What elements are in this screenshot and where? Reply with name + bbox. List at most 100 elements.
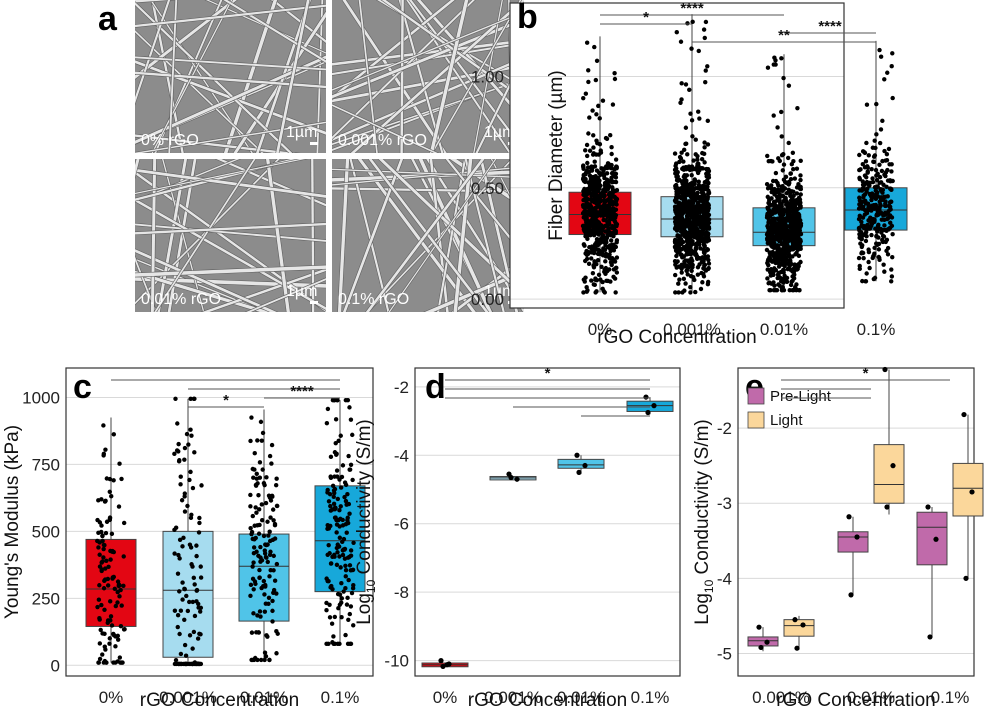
box-b-3-point-273 — [861, 225, 867, 231]
box-c-3-point-121 — [334, 530, 339, 535]
box-c-0-point-107 — [98, 627, 103, 633]
box-d-2-point-1 — [582, 462, 588, 469]
box-c-0-point-93 — [102, 543, 107, 548]
box-b-3-point-56 — [881, 262, 886, 267]
box-c-2-point-131 — [257, 609, 263, 614]
box-b-0-point-311 — [587, 115, 592, 120]
box-c-3-point-19 — [324, 608, 329, 613]
box-b-2-point-683 — [782, 198, 787, 203]
box-c-2-point-112 — [267, 529, 272, 534]
box-b-2-point-651 — [765, 276, 770, 281]
box-b-1-point-762 — [702, 210, 707, 216]
box-c-3-point-132 — [327, 615, 333, 620]
box-c-1-point-101 — [192, 613, 198, 619]
box-b-0-point-328 — [602, 240, 607, 245]
box-b-1-point-682 — [673, 290, 678, 295]
box-b-0-point-548 — [587, 173, 593, 178]
box-b-0-point-596 — [585, 160, 590, 166]
box-c-1-point-118 — [194, 661, 200, 667]
ytick-label-c-3: 750 — [32, 455, 60, 474]
sem-fiber — [332, 170, 524, 182]
box-c-1-point-43 — [175, 421, 180, 426]
box-b-1-point-647 — [703, 68, 708, 73]
box-c-2-point-82 — [269, 461, 274, 466]
box-b-1-point-732 — [695, 214, 700, 219]
box-b-1-point-714 — [683, 281, 688, 286]
box-b-1-point-785 — [689, 242, 694, 247]
sem-fiber — [135, 60, 326, 135]
sem-fiber — [201, 268, 326, 312]
box-e-0-0-iqr — [747, 636, 779, 647]
box-b-1-point-687 — [704, 230, 709, 235]
box-b-1-point-718 — [691, 158, 696, 163]
sem-fiber — [388, 159, 497, 312]
box-b-3-point-218 — [864, 210, 870, 216]
box-b-2-points — [764, 55, 804, 293]
box-b-0-point-599 — [594, 189, 599, 195]
box-b-1-point-516 — [685, 186, 690, 192]
box-c-1-point-31 — [187, 477, 192, 483]
plot-frame-c — [65, 367, 374, 677]
box-b-0-point-523 — [599, 230, 604, 235]
box-c-0-point-114 — [111, 574, 116, 580]
box-b-3-point-203 — [881, 234, 887, 239]
box-b-1-point-259 — [678, 100, 683, 105]
box-b-1-point-655 — [686, 223, 692, 229]
box-c-1-point-108 — [195, 636, 201, 641]
sig-label-e-0: * — [863, 365, 869, 382]
box-b-3-point-49 — [884, 151, 890, 157]
box-c-1-point-18 — [194, 543, 199, 548]
box-c-2-point-58 — [261, 533, 267, 539]
box-b-3-point-227 — [887, 213, 893, 218]
sem-fiber — [135, 4, 326, 28]
box-b-2-point-593 — [782, 262, 787, 268]
box-b-1-point-670 — [675, 169, 680, 175]
box-c-3-point-89 — [328, 523, 333, 529]
sem-fiber — [475, 53, 524, 153]
box-c-2-point-121 — [265, 542, 270, 547]
box-b-1-point-409 — [706, 205, 711, 211]
box-b-3-point-233 — [884, 248, 889, 254]
box-c-3-point-75 — [351, 582, 356, 588]
box-b-0-point-532 — [595, 140, 600, 146]
box-b-0-point-364 — [590, 108, 595, 113]
box-c-2-point-134 — [253, 505, 258, 510]
box-c-0-point-74 — [104, 519, 110, 524]
box-c-1-point-105 — [197, 515, 202, 521]
box-c-3-point-159 — [351, 623, 356, 628]
box-b-1-point-506 — [676, 281, 681, 286]
box-c-2-point-50 — [263, 654, 269, 659]
box-b-1-point-794 — [703, 186, 709, 192]
box-c-2-point-107 — [267, 657, 272, 663]
box-c-1-point-110 — [172, 661, 178, 667]
panel-letter-a: a — [98, 0, 118, 38]
box-b-2-point-423 — [769, 243, 774, 248]
legend-swatch-1 — [747, 411, 765, 429]
box-b-1-point-720 — [696, 233, 701, 238]
box-b-1-point-538 — [702, 160, 707, 165]
sem-fiber — [135, 222, 326, 235]
box-c-0-point-99 — [96, 530, 101, 536]
box-b-0-point-493 — [594, 277, 600, 283]
box-b-1-point-25 — [689, 46, 694, 51]
box-b-3-point-132 — [872, 275, 878, 281]
box-b-2-point-337 — [779, 134, 784, 139]
box-b-2-point-295 — [773, 178, 779, 184]
sem-fiber — [135, 121, 326, 153]
box-c-2-point-57 — [259, 518, 265, 523]
box-b-1-point-102 — [682, 147, 687, 153]
box-c-3-point-120 — [332, 641, 338, 647]
box-b-3-point-38 — [890, 254, 895, 260]
box-c-0-point-47 — [101, 423, 106, 428]
box-b-2-point-539 — [798, 203, 803, 209]
box-c-0-point-65 — [99, 602, 104, 608]
box-b-0-point-492 — [601, 246, 606, 251]
box-c-1-point-103 — [189, 433, 194, 438]
box-b-1-point-706 — [703, 79, 708, 85]
sem-label-3: 0.1% rGO — [338, 291, 409, 308]
box-b-1-point-445 — [696, 179, 701, 184]
sem-fiber — [135, 277, 326, 288]
box-c-3-point-119 — [340, 548, 346, 553]
box-b-0-point-468 — [594, 236, 600, 242]
box-b-3-point-192 — [883, 173, 888, 179]
